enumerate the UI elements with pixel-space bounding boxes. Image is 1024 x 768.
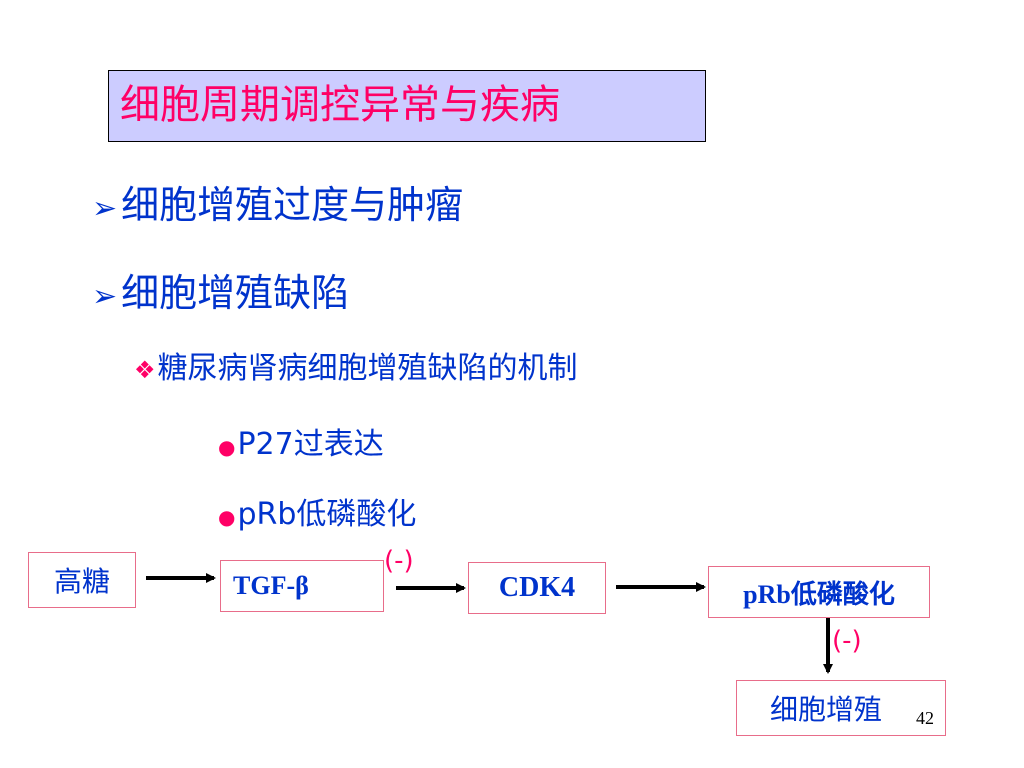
node-prb: pRb低磷酸化: [708, 566, 930, 618]
page-number: 42: [916, 708, 934, 728]
outline-item-1-text: 细胞增殖过度与肿瘤: [121, 183, 464, 227]
node-tgf-beta: TGF-β: [220, 560, 384, 612]
sub-item-text: 糖尿病肾病细胞增殖缺陷的机制: [157, 351, 578, 386]
dot-bullet-icon: ●: [218, 505, 236, 529]
slide-title: 细胞周期调控异常与疾病: [120, 82, 560, 128]
outline-item-2: ➢细胞增殖缺陷: [92, 270, 349, 320]
sub-item: ❖糖尿病肾病细胞增殖缺陷的机制: [134, 350, 578, 389]
diamond-bullet-icon: ❖: [134, 356, 156, 384]
node-cdk4: CDK4: [468, 562, 606, 614]
outline-item-2-text: 细胞增殖缺陷: [121, 271, 350, 315]
point-1: ●P27过表达: [218, 426, 384, 466]
outline-item-1: ➢细胞增殖过度与肿瘤: [92, 182, 463, 232]
arrow-bullet-icon: ➢: [92, 279, 118, 314]
node-high-glucose: 高糖: [28, 552, 136, 608]
node-cell-proliferation-label: 细胞增殖: [769, 693, 882, 726]
point-2: ●pRb低磷酸化: [218, 496, 416, 536]
point-2-text: pRb低磷酸化: [237, 497, 417, 532]
node-cell-proliferation: 细胞增殖: [736, 680, 946, 736]
arrow-bullet-icon: ➢: [92, 191, 118, 226]
dot-bullet-icon: ●: [218, 435, 236, 459]
title-box: [108, 70, 706, 142]
inhibit-label-2: (-): [832, 626, 862, 656]
point-1-text: P27过表达: [237, 427, 384, 462]
inhibit-label-1: (-): [384, 546, 414, 576]
